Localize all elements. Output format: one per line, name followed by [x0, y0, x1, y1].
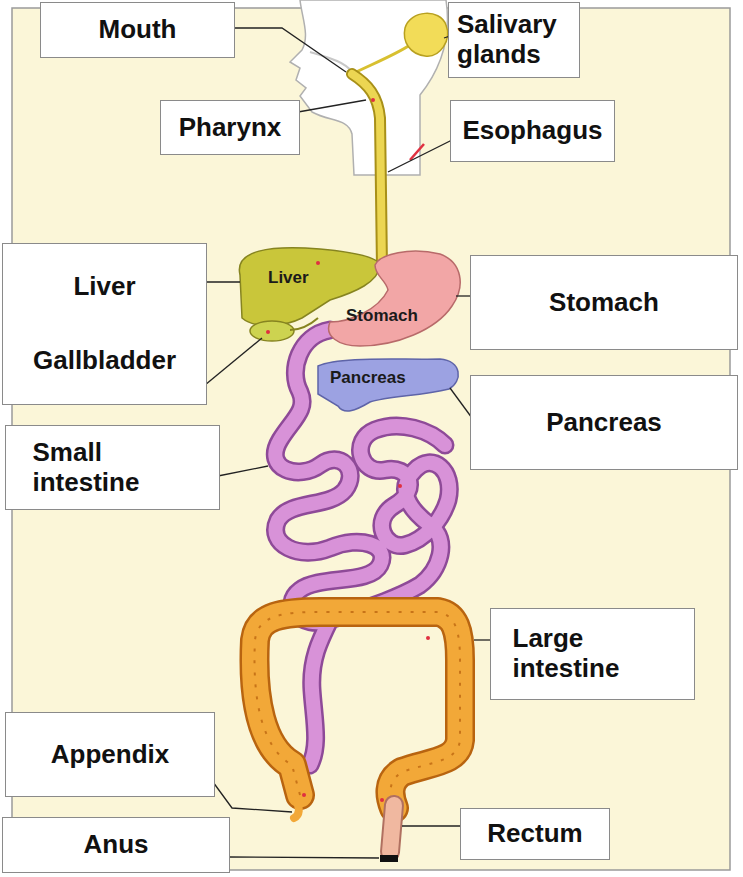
rectum	[390, 805, 394, 852]
organ-name: Mouth	[99, 15, 177, 45]
salivary-gland	[404, 13, 447, 56]
large-intestine	[254, 612, 460, 808]
organ-name: Pharynx	[179, 113, 282, 143]
organ-label: Stomach	[346, 306, 418, 326]
salivary-duct	[350, 45, 410, 75]
organ-name: Large intestine	[513, 624, 673, 684]
label-box: Large intestine	[490, 608, 695, 700]
label-box: Rectum	[460, 808, 610, 860]
anus	[380, 855, 398, 862]
label-box: Anus	[2, 817, 230, 873]
label-box: Stomach	[470, 255, 738, 350]
organ-name: Liver	[73, 272, 135, 302]
stomach	[329, 251, 461, 346]
esophagus-outline	[352, 74, 382, 268]
red-dots	[266, 98, 430, 802]
label-box: Salivary glands	[448, 2, 580, 78]
organ-name: Small intestine	[33, 438, 193, 498]
rectum-outline	[390, 805, 394, 852]
organ-label: Pancreas	[330, 368, 406, 388]
haustra	[254, 612, 460, 808]
appendix	[294, 800, 299, 818]
organ-name: Anus	[84, 830, 149, 860]
label-box: Mouth	[40, 2, 235, 58]
pancreas	[318, 359, 458, 411]
label-box: LiverGallbladder	[2, 243, 207, 405]
organ-name: Salivary glands	[457, 10, 571, 70]
label-box: Appendix	[5, 712, 215, 797]
organ-name: Gallbladder	[33, 346, 176, 376]
label-box: Pharynx	[160, 100, 300, 155]
label-box: Esophagus	[450, 100, 615, 162]
organ-name: Pancreas	[546, 408, 662, 438]
organ-name: Stomach	[549, 288, 659, 318]
gallbladder	[250, 321, 294, 341]
esophagus-tube	[352, 74, 382, 268]
organ-name: Rectum	[487, 819, 582, 849]
organ-name: Appendix	[51, 740, 169, 770]
label-box: Small intestine	[5, 425, 220, 510]
organ-name: Esophagus	[462, 116, 602, 146]
organ-label: Liver	[268, 268, 309, 288]
label-box: Pancreas	[470, 375, 738, 470]
